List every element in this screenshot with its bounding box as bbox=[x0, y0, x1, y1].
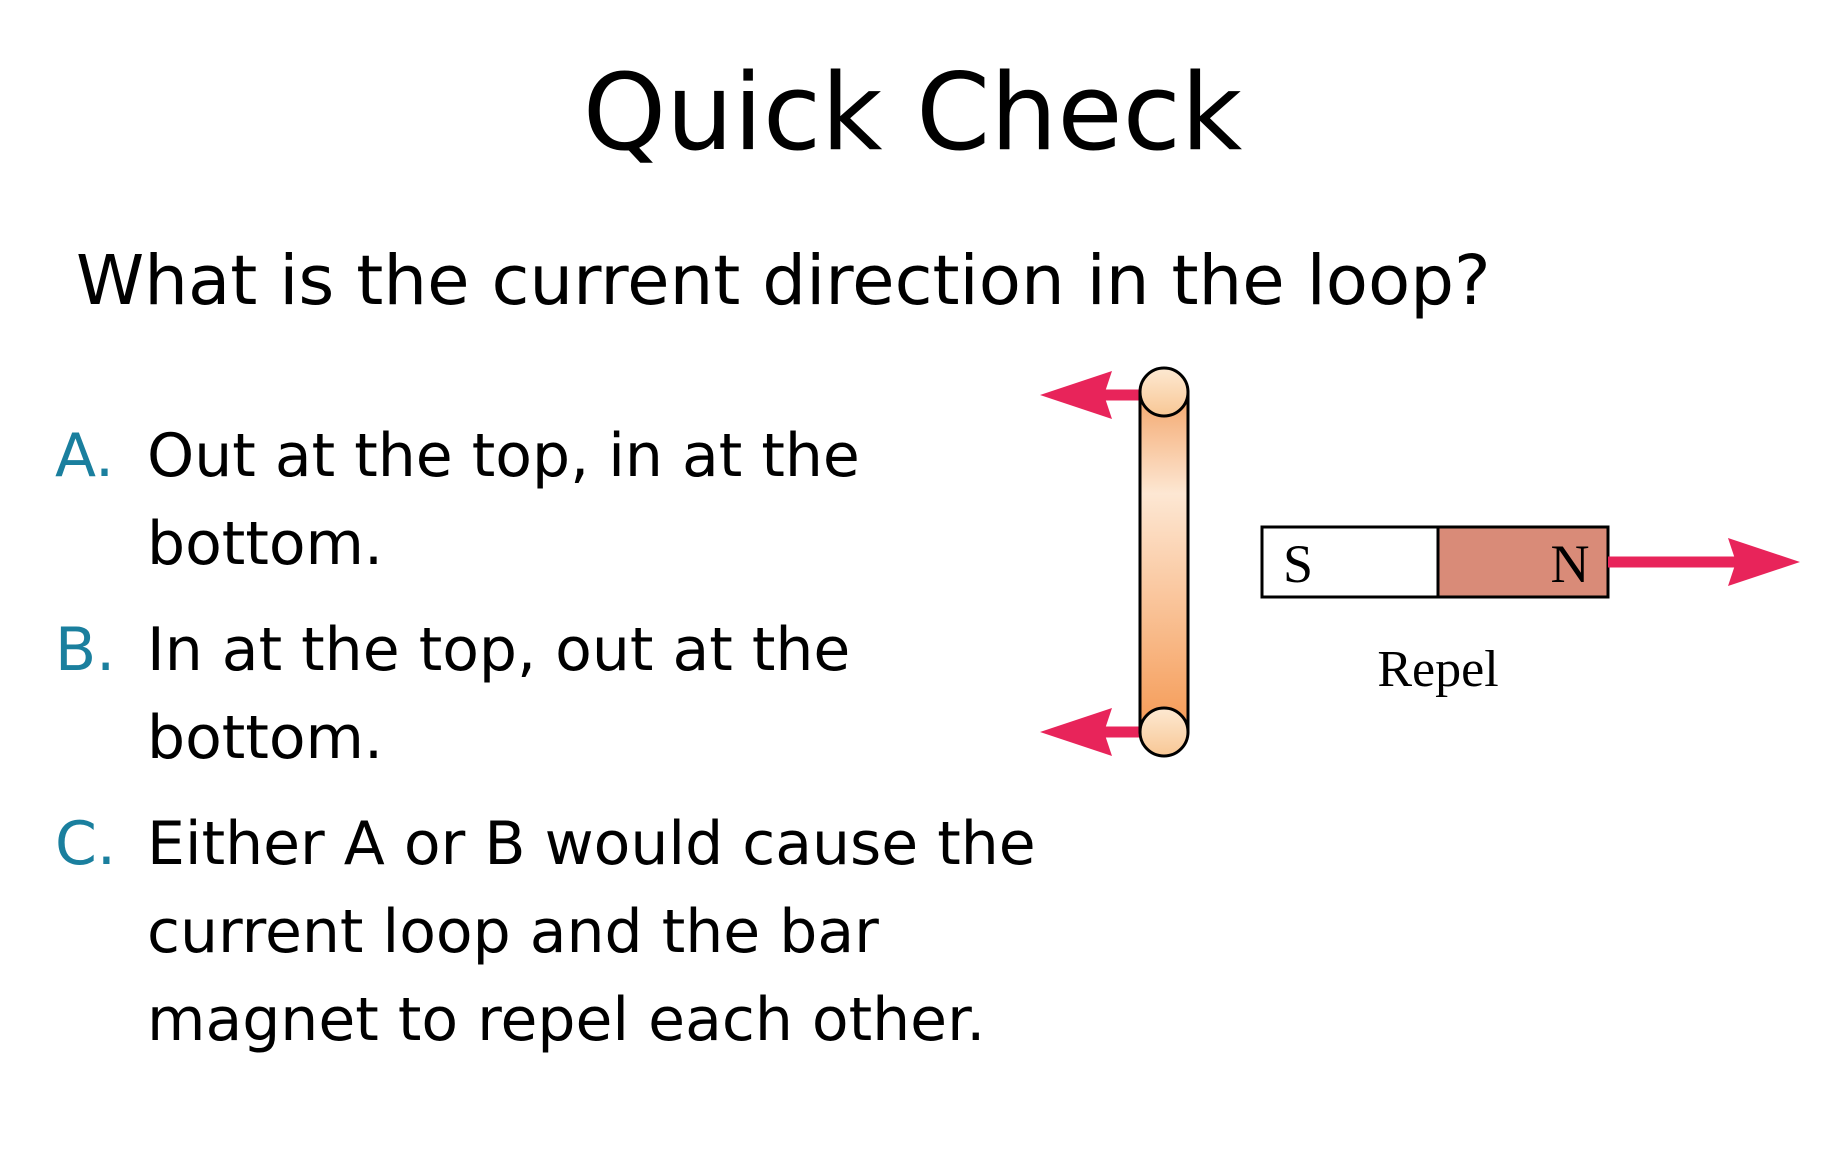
slide-title: Quick Check bbox=[582, 51, 1243, 174]
option-c-letter: C. bbox=[55, 809, 116, 879]
option-c-line-2: current loop and the bar bbox=[147, 897, 879, 967]
option-b-line-1: In at the top, out at the bbox=[147, 615, 851, 685]
option-c-line-1: Either A or B would cause the bbox=[147, 809, 1036, 879]
option-b-line-2: bottom. bbox=[147, 703, 384, 773]
option-a-line-2: bottom. bbox=[147, 509, 384, 579]
loop-magnet-diagram: S N Repel bbox=[1040, 366, 1800, 758]
question-text: What is the current direction in the loo… bbox=[76, 241, 1491, 321]
loop-bottom-cap bbox=[1138, 706, 1190, 758]
magnet-south-label: S bbox=[1283, 534, 1313, 594]
option-a-letter: A. bbox=[55, 421, 115, 491]
magnet-north-half bbox=[1436, 525, 1610, 599]
magnet-south-half bbox=[1260, 525, 1440, 599]
magnet-force-arrow bbox=[1608, 538, 1800, 586]
magnet-north-label: N bbox=[1551, 534, 1590, 594]
option-a-line-1: Out at the top, in at the bbox=[147, 421, 860, 491]
option-b-letter: B. bbox=[55, 615, 116, 685]
repel-caption: Repel bbox=[1377, 641, 1498, 698]
loop-top-cap bbox=[1138, 366, 1190, 418]
option-c-line-3: magnet to repel each other. bbox=[147, 985, 986, 1055]
current-loop bbox=[1138, 366, 1190, 758]
bar-magnet: S N bbox=[1260, 525, 1610, 599]
